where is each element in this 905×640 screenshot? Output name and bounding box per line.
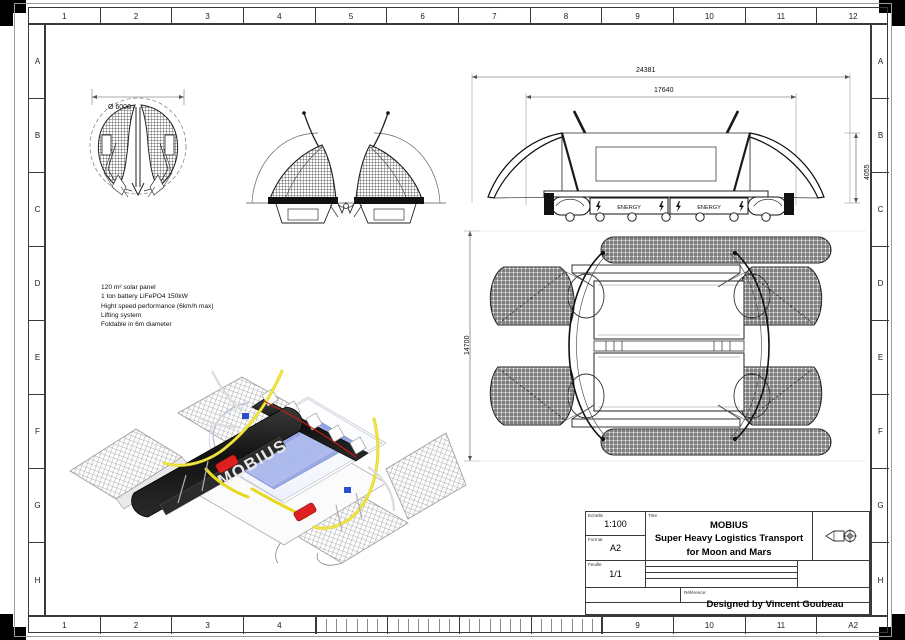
zone-top-5: 5 xyxy=(316,8,388,25)
title-line-3: for Moon and Mars xyxy=(686,546,772,558)
zone-left-G: G xyxy=(29,469,46,543)
registration-mark-bottom-left-b xyxy=(0,614,13,627)
title-block-footer xyxy=(586,602,869,614)
sheet-outer-frame xyxy=(14,3,892,637)
zone-top-4: 4 xyxy=(244,8,316,25)
title-label: Titre xyxy=(648,513,658,518)
zone-top-10: 10 xyxy=(674,8,746,25)
dim-overall-height: 4055 xyxy=(864,164,871,180)
dim-overall-width: 14700 xyxy=(464,335,471,355)
zone-top-7: 7 xyxy=(459,8,531,25)
actuator-red-1 xyxy=(215,454,239,474)
reference-value: Designed by Vincent Goubeau xyxy=(706,599,844,610)
view-side-elevation: ENERGY ENERGY xyxy=(471,73,860,222)
scale-label: Echelle xyxy=(588,513,604,518)
sheet-cell: Feuille 1/1 xyxy=(586,561,646,587)
technical-drawing-svg: ENERGY ENERGY xyxy=(69,73,866,566)
zone-bottom-11: 11 xyxy=(746,617,818,634)
zone-top-8: 8 xyxy=(531,8,603,25)
drawing-title-cell: Titre MOBIUS Super Heavy Logistics Trans… xyxy=(646,512,813,560)
revision-side-cell xyxy=(797,561,869,587)
zone-bottom-1: 1 xyxy=(29,617,101,634)
sheet-value: 1/1 xyxy=(609,569,622,579)
zone-top-9: 9 xyxy=(602,8,674,25)
zone-top-1: 1 xyxy=(29,8,101,25)
zone-left-H: H xyxy=(34,575,41,585)
zone-bottom-10: 10 xyxy=(674,617,746,634)
drawing-area: ENERGY ENERGY xyxy=(45,24,871,616)
zone-right-C: C xyxy=(872,173,889,247)
registration-mark-top-left-b xyxy=(0,13,13,26)
title-block-left-column: Echelle 1:100 Format A2 xyxy=(586,512,646,560)
zone-left-B: B xyxy=(29,99,46,173)
revision-row-2 xyxy=(646,567,797,573)
zone-left-E: E xyxy=(29,321,46,395)
zone-right-F: F xyxy=(872,395,889,469)
first-angle-projection-icon xyxy=(825,529,857,543)
registration-mark-bottom-right-b xyxy=(892,614,905,627)
zone-left-A: A xyxy=(29,25,46,99)
zone-top-12: 12 xyxy=(848,12,858,21)
zone-bottom-3: 3 xyxy=(172,617,244,634)
sheet-label: Feuille xyxy=(588,562,602,567)
energy-label-1: ENERGY xyxy=(617,205,641,211)
zone-top-3: 3 xyxy=(172,8,244,25)
dim-body-length: 17640 xyxy=(654,87,674,94)
scale-cell: Echelle 1:100 xyxy=(586,512,645,536)
zone-top-6: 6 xyxy=(387,8,459,25)
energy-label-2: ENERGY xyxy=(697,205,721,211)
zone-top-2: 2 xyxy=(101,8,173,25)
title-line-1: MOBIUS xyxy=(710,520,748,531)
zone-bottom-2: 2 xyxy=(101,617,173,634)
zone-right-H: H xyxy=(877,575,884,585)
zone-bottom-A2: A2 xyxy=(848,621,859,630)
revision-row-1 xyxy=(646,561,797,567)
zone-bottom-4: 4 xyxy=(244,617,316,634)
format-cell: Format A2 xyxy=(586,536,645,560)
format-label: Format xyxy=(588,537,603,542)
drawing-title: MOBIUS Super Heavy Logistics Transport f… xyxy=(646,519,812,559)
revision-row-3 xyxy=(646,573,797,579)
specification-notes: 120 m² solar panel 1 ton battery LiFePO4… xyxy=(101,284,214,329)
view-isometric-render: MOBIUS xyxy=(69,369,467,566)
title-line-2: Super Heavy Logistics Transport xyxy=(654,533,804,545)
revision-row-4 xyxy=(646,579,797,585)
zone-top-11: 11 xyxy=(746,8,818,25)
revision-rows xyxy=(646,561,797,587)
zone-bottom-9: 9 xyxy=(602,617,674,634)
zone-left-C: C xyxy=(29,173,46,247)
registration-mark-top-right-b xyxy=(892,13,905,26)
actuator-red-2 xyxy=(293,502,317,522)
dim-overall-length: 24381 xyxy=(636,67,656,74)
zone-left-D: D xyxy=(29,247,46,321)
title-block: Echelle 1:100 Format A2 Titre MOBIUS Sup… xyxy=(585,511,870,615)
zone-right-B: B xyxy=(872,99,889,173)
projection-symbol-cell xyxy=(813,512,869,560)
view-plan xyxy=(464,230,866,462)
reference-blank-cell xyxy=(586,588,681,602)
zone-right-E: E xyxy=(872,321,889,395)
reference-label: Référence: xyxy=(684,590,707,595)
zone-right-G: G xyxy=(872,469,889,543)
view-folded-end xyxy=(89,89,187,198)
zone-right-D: D xyxy=(872,247,889,321)
zone-right-A: A xyxy=(872,25,889,99)
reference-row: Référence: Designed by Vincent Goubeau xyxy=(586,588,869,610)
reference-cell: Référence: Designed by Vincent Goubeau xyxy=(681,588,869,610)
format-value: A2 xyxy=(609,543,621,553)
zone-left-F: F xyxy=(29,395,46,469)
view-front-elevation xyxy=(246,111,446,224)
dim-folded-diameter: Ø 6000 xyxy=(108,104,131,111)
scale-value: 1:100 xyxy=(604,519,627,529)
graphic-scale-ruler xyxy=(315,617,604,634)
